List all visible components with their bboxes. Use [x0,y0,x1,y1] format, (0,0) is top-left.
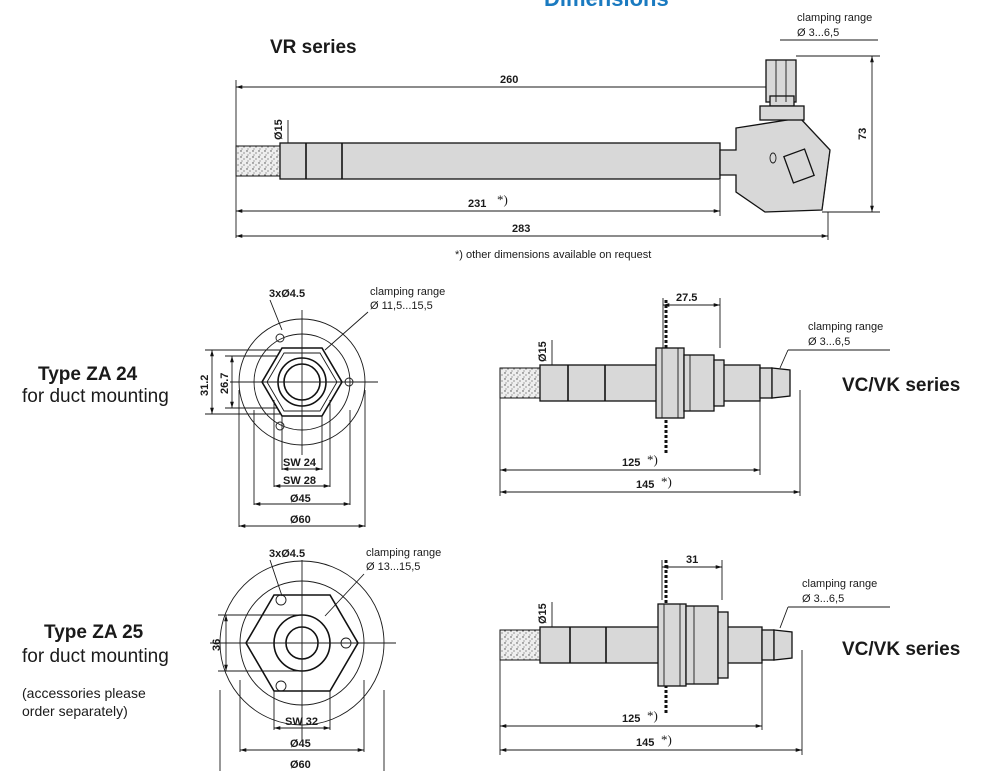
vc1-probe-tube [539,364,761,402]
za25-sw32: SW 32 [285,716,318,728]
za24-heading: Type ZA 24 [38,364,138,385]
vc1-heading: VC/VK series [842,375,960,396]
za24-d45: Ø45 [290,493,311,505]
za24-dim-26-7: 26.7 [219,373,231,394]
za25-subheading: for duct mounting [22,646,169,667]
vc1-clamp-label: clamping range [808,321,883,333]
footnote-other-dimensions: *) other dimensions available on request [455,249,651,261]
vc2-dim-145: 145 [636,737,654,749]
za24-drawing: Type ZA 24 for duct mounting 3xØ4.5 clam… [22,286,445,528]
page-title: Dimensions [544,0,669,11]
za25-dim-36: 36 [211,639,223,651]
vr-dim-260: 260 [500,74,518,86]
vc2-dim-d15: Ø15 [537,603,549,624]
vr-clamp-label: clamping range [797,12,872,24]
vr-star-1: *) [497,192,508,207]
vc1-dim-27-5: 27.5 [676,292,697,304]
za24-holes: 3xØ4.5 [269,288,305,300]
vc2-dim-31: 31 [686,554,698,566]
vc2-heading: VC/VK series [842,639,960,660]
za25-clamp-value: Ø 13...15,5 [366,561,420,573]
vr-filter-cap [235,145,281,177]
vr-series-drawing: VR series clamping range Ø 3...6,5 260 Ø… [235,12,880,261]
za25-d45: Ø45 [290,738,311,750]
za25-drawing: Type ZA 25 for duct mounting (accessorie… [22,547,441,771]
vr-clamp-value: Ø 3...6,5 [797,27,839,39]
za25-note-1: (accessories please [22,685,146,701]
vc2-dim-125: 125 [622,713,640,725]
vc2-probe-tube [539,626,763,664]
za25-d60: Ø60 [290,759,311,771]
za25-heading: Type ZA 25 [44,622,144,643]
vc1-dim-d15: Ø15 [537,341,549,362]
za24-sw28: SW 28 [283,475,316,487]
vc2-clamp-label: clamping range [802,578,877,590]
vc2-filter-cap [499,629,541,661]
za24-subheading: for duct mounting [22,386,169,407]
vc1-star-125: *) [647,452,658,467]
vr-dim-231: 231 [468,198,486,210]
vr-dim-d15: Ø15 [273,119,285,140]
za24-clamp-value: Ø 11,5...15,5 [370,300,433,312]
za25-clamp-label: clamping range [366,547,441,559]
vr-dim-283: 283 [512,223,530,235]
vr-heading: VR series [270,37,357,58]
vc1-dim-125: 125 [622,457,640,469]
vc2-drawing: VC/VK series clamping range Ø 3...6,5 31… [499,554,960,755]
za25-note-2: order separately) [22,703,128,719]
za24-sw24: SW 24 [283,457,317,469]
vc2-clamp-value: Ø 3...6,5 [802,593,844,605]
vr-dim-73: 73 [857,128,869,140]
vc1-dim-145: 145 [636,479,654,491]
vc1-clamp-value: Ø 3...6,5 [808,336,850,348]
vr-cable-gland [765,59,797,103]
vc1-drawing: VC/VK series clamping range Ø 3...6,5 27… [499,292,960,496]
za25-holes: 3xØ4.5 [269,548,305,560]
za24-dim-31-2: 31.2 [199,375,211,396]
vc1-star-145: *) [661,474,672,489]
za24-clamp-label: clamping range [370,286,445,298]
vc1-filter-cap [499,367,541,399]
vc2-star-145: *) [661,732,672,747]
za24-d60: Ø60 [290,514,311,526]
vc2-star-125: *) [647,708,658,723]
vr-probe-tube [279,142,721,180]
